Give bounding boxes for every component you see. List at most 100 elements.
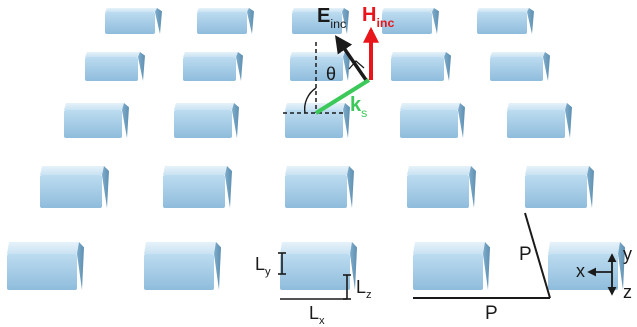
- nanoblock-side-face: [343, 52, 350, 81]
- ly-label: Ly: [255, 254, 271, 278]
- nanoblock-front-face: [280, 254, 350, 290]
- nanoblock-top-face: [413, 242, 485, 254]
- nanoblock: [197, 8, 254, 34]
- theta-label: θ: [326, 64, 337, 84]
- nanoblock-side-face: [236, 52, 243, 81]
- nanoblock-top-face: [7, 242, 79, 254]
- nanoblock: [507, 103, 572, 138]
- lz-sub: z: [366, 289, 372, 302]
- nanoblock-top-face: [197, 8, 249, 12]
- nanoblock-front-face: [285, 175, 347, 208]
- nanoblock-front-face: [7, 254, 77, 290]
- nanoblock-front-face: [197, 12, 247, 34]
- lx-label: Lx: [309, 304, 325, 327]
- nanoblock: [85, 52, 145, 81]
- lz-label: Lz: [356, 278, 372, 301]
- nanoblock-top-face: [507, 103, 567, 110]
- nanoblock-front-face: [64, 110, 122, 138]
- nanoblock: [7, 242, 84, 290]
- nanoblock-top-face: [382, 8, 434, 12]
- nanoblock: [285, 166, 354, 208]
- nanoblock: [174, 103, 239, 138]
- nanoblock-side-face: [444, 52, 451, 81]
- k-s-sub: s: [361, 105, 368, 120]
- nanoblock: [280, 242, 357, 290]
- nanoblock-front-face: [477, 12, 527, 34]
- nanoblock: [163, 166, 232, 208]
- nanoblock-top-face: [40, 166, 104, 175]
- nanoblock-front-face: [507, 110, 565, 138]
- nanoblock-top-face: [64, 103, 124, 110]
- period-horizontal-label: P: [485, 303, 498, 324]
- nanoblock-side-face: [347, 166, 354, 208]
- incident-field-vectors: [314, 26, 379, 115]
- nanoblock-side-face: [483, 242, 490, 290]
- nanoblock-top-face: [280, 242, 352, 254]
- nanoblock: [105, 8, 162, 34]
- nanoblock-top-face: [285, 103, 345, 110]
- k-s-label: ks: [350, 95, 367, 119]
- h-inc-sub: inc: [376, 15, 395, 30]
- nanoblock-front-face: [183, 57, 236, 81]
- nanoblock-top-face: [105, 8, 157, 12]
- h-inc-main: H: [362, 4, 377, 26]
- nanoblock-front-face: [292, 12, 342, 34]
- nanoblock-top-face: [144, 242, 216, 254]
- e-inc-sub: inc: [330, 16, 347, 31]
- nanoblock-top-face: [285, 166, 349, 175]
- nanoblock-side-face: [527, 8, 534, 34]
- nanoblock-top-face: [490, 52, 545, 57]
- nanoblock-front-face: [413, 254, 483, 290]
- nanoblock: [64, 103, 129, 138]
- nanoblock-side-face: [155, 8, 162, 34]
- nanoblock-side-face: [343, 103, 350, 138]
- nanoblock: [548, 242, 625, 290]
- nanoblock-side-face: [247, 8, 254, 34]
- nanoblock-side-face: [214, 242, 221, 290]
- period-vertical-label: P: [519, 244, 532, 265]
- nanoblock-top-face: [163, 166, 227, 175]
- nanoblock-front-face: [174, 110, 232, 138]
- nanoblock: [40, 166, 109, 208]
- nanoblock-top-face: [477, 8, 529, 12]
- nanoblock: [183, 52, 243, 81]
- nanoblock: [144, 242, 221, 290]
- nanoblock-side-face: [432, 8, 439, 34]
- nanoblock-side-face: [458, 103, 465, 138]
- axis-y-label: y: [623, 244, 632, 264]
- nanoblock-front-face: [548, 254, 618, 290]
- nanoblock-front-face: [407, 175, 469, 208]
- nanoblock-top-face: [391, 52, 446, 57]
- reference-axes-at-incidence: [283, 42, 345, 114]
- nanoblock-front-face: [85, 57, 138, 81]
- nanoblock-top-face: [407, 166, 471, 175]
- nanoblock-front-face: [144, 254, 214, 290]
- nanoblock-front-face: [391, 57, 444, 81]
- e-inc-label: Einc: [317, 6, 346, 30]
- k-s-arrow: [314, 78, 371, 115]
- nanoblock-top-face: [525, 166, 589, 175]
- nanoblock-side-face: [469, 166, 476, 208]
- nanoblock-top-face: [292, 8, 344, 12]
- nanoblock: [285, 103, 350, 138]
- nanoblock-top-face: [400, 103, 460, 110]
- nanoblock-side-face: [102, 166, 109, 208]
- nanoblock-front-face: [163, 175, 225, 208]
- nanoblock-front-face: [490, 57, 543, 81]
- nanoblock-top-face: [174, 103, 234, 110]
- nanoblock: [413, 242, 490, 290]
- nanoblock-top-face: [183, 52, 238, 57]
- nanoblock-front-face: [290, 57, 343, 81]
- nanoblock-side-face: [225, 166, 232, 208]
- nanoblock: [292, 8, 349, 34]
- nanoblock-front-face: [382, 12, 432, 34]
- ly-main: L: [255, 254, 266, 274]
- block-dimension-markers: [278, 252, 351, 300]
- nanoblock: [290, 52, 350, 81]
- nanoblock-side-face: [77, 242, 84, 290]
- nanoblock-top-face: [548, 242, 620, 254]
- nanoblock-side-face: [350, 242, 357, 290]
- period-indicators: [413, 212, 551, 299]
- nanoblock-front-face: [285, 110, 343, 138]
